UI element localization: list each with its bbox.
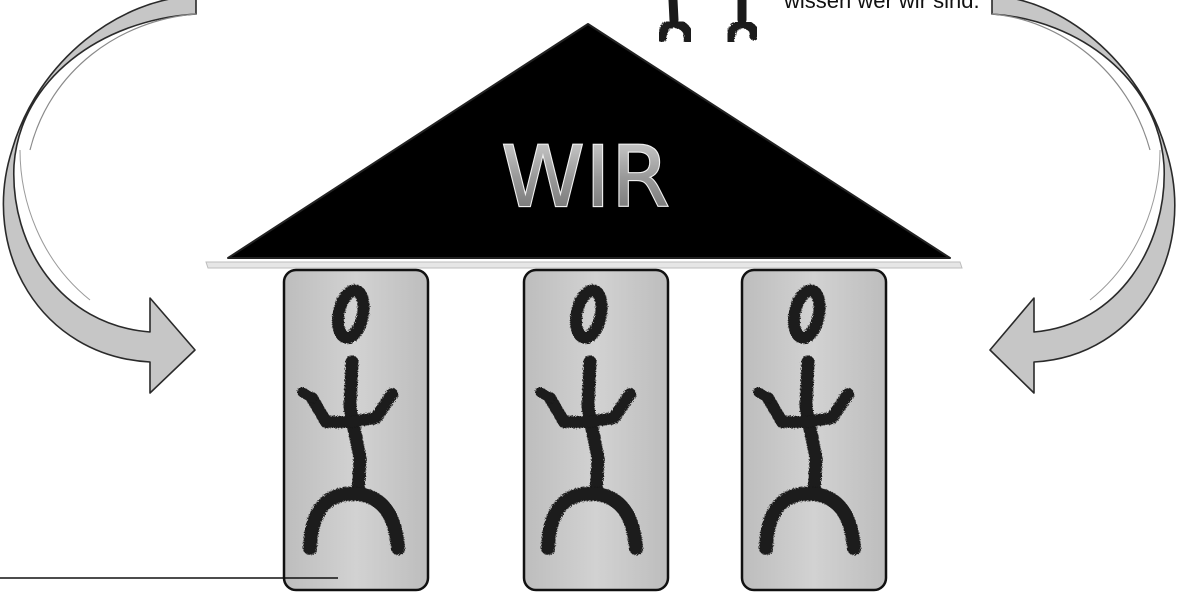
right-curved-arrow-icon: [990, 0, 1175, 393]
left-curved-arrow-icon: [3, 0, 196, 393]
top-caption: wissen wer wir sind.: [783, 0, 980, 13]
pillar-3: [742, 270, 886, 590]
pillar-1: [284, 270, 428, 590]
top-partial-figures: [662, 0, 754, 40]
roof: WIR: [206, 24, 962, 268]
roof-label: WIR: [501, 128, 670, 226]
pillar-2: [524, 270, 668, 590]
